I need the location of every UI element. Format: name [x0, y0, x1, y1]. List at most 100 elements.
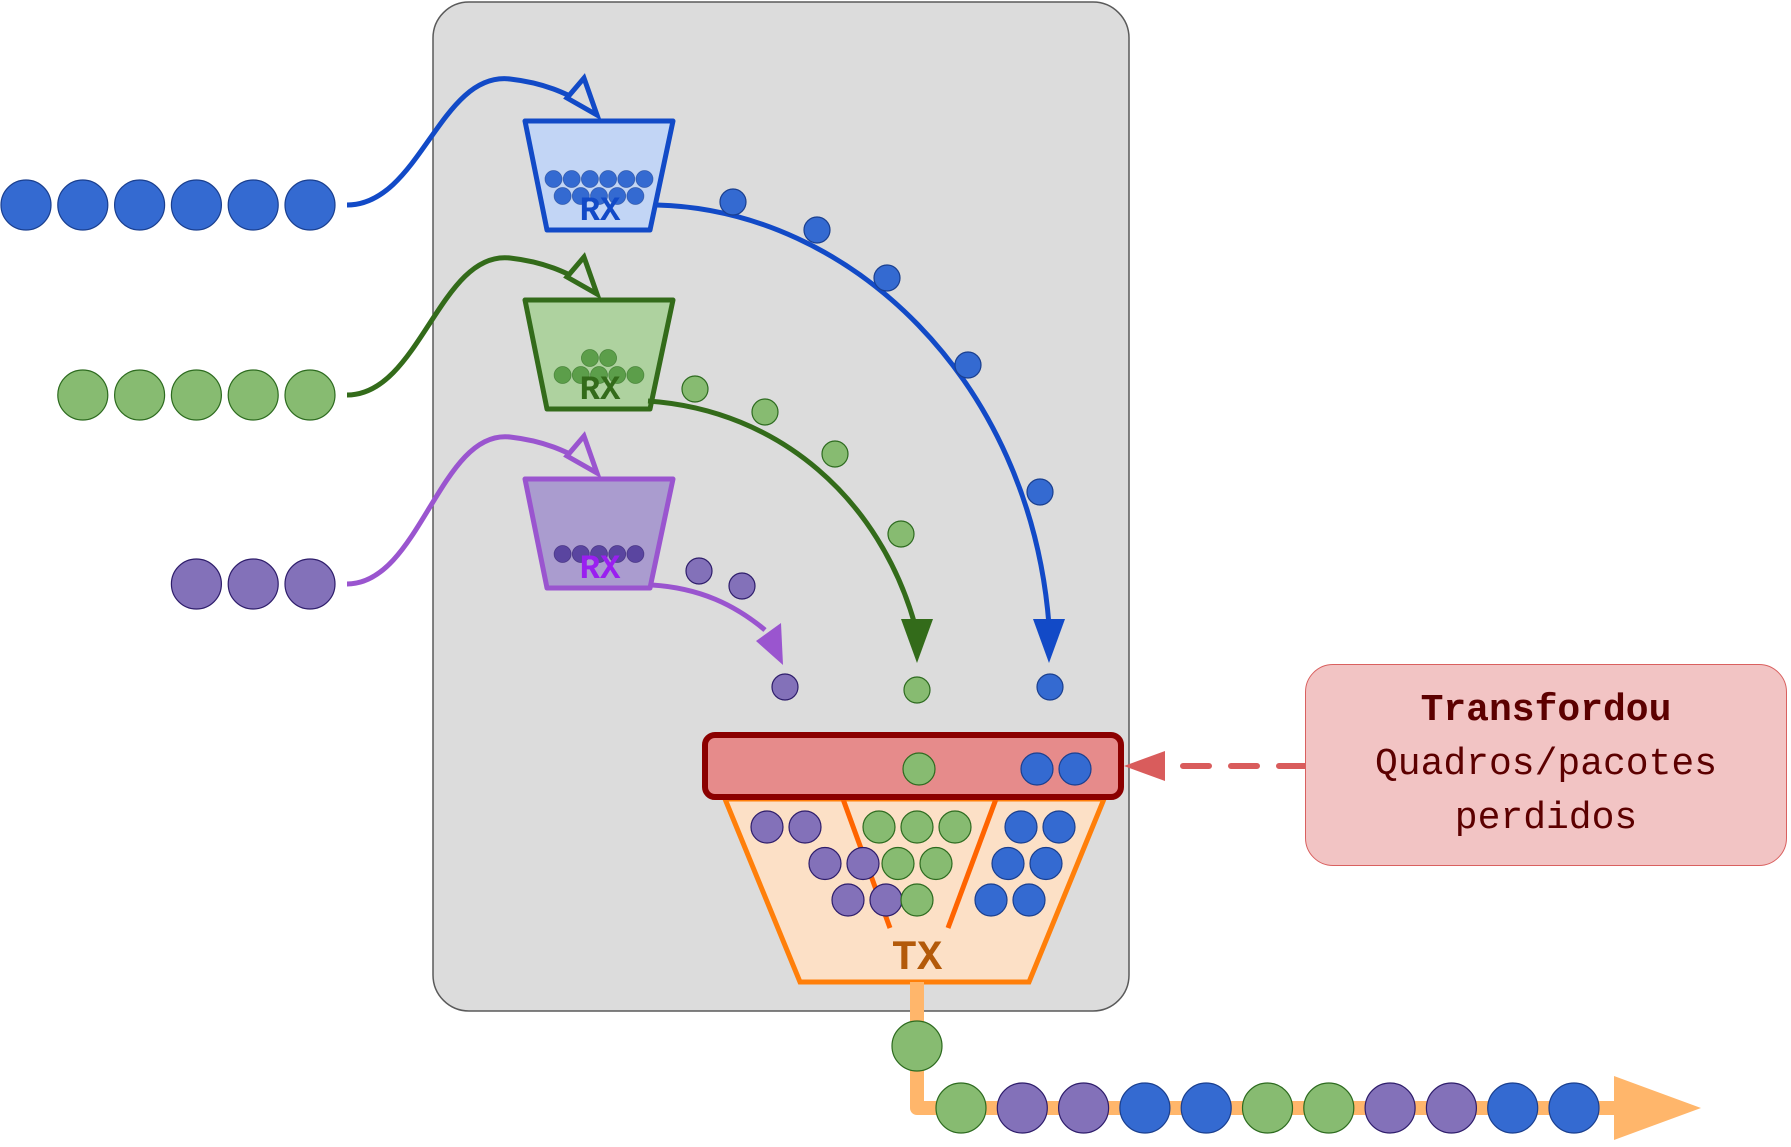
input-packet-blue	[227, 179, 279, 231]
output-packet-purple	[1057, 1082, 1110, 1134]
rx-buffered-packet	[571, 545, 590, 563]
arrowhead-open-green	[563, 252, 602, 300]
output-packet-blue	[1548, 1082, 1600, 1134]
tx-queued-packet-blue	[1042, 810, 1076, 844]
input-arrow-blue	[346, 76, 590, 208]
input-packet-green	[57, 369, 109, 421]
in-flight-packet-blue	[803, 216, 831, 244]
input-packet-blue	[170, 179, 222, 231]
rx-buffered-packet	[608, 187, 627, 205]
tx-queued-packet-blue	[991, 846, 1025, 881]
dropped-packet-blue	[1020, 752, 1054, 786]
rx-buffered-packet	[590, 187, 608, 205]
input-packet-green	[114, 369, 166, 421]
in-flight-packet-blue	[1026, 478, 1054, 506]
in-flight-packet-blue	[954, 351, 982, 379]
callout-arrowhead	[1124, 751, 1165, 781]
rx-buffered-packet	[562, 170, 581, 188]
drop-callout: Transfordou Quadros/pacotes perdidos	[1305, 664, 1787, 866]
rx-buffered-packet	[544, 170, 563, 188]
tx-queued-packet-green	[900, 810, 934, 844]
rx-buffered-packet	[571, 187, 590, 205]
rx-buffered-packet	[553, 187, 572, 205]
rx-buffered-packet	[581, 349, 599, 367]
input-packet-blue	[114, 179, 166, 231]
rx-label: RX	[580, 193, 621, 231]
output-packet-blue	[1180, 1082, 1232, 1134]
rx-buffered-packet	[599, 170, 617, 188]
tx-queued-packet-blue	[1004, 810, 1038, 844]
in-flight-packet-purple	[728, 572, 756, 600]
callout-title: Transfordou	[1420, 689, 1672, 732]
flow-arrow-purple	[651, 582, 767, 632]
rx-buffered-packet	[635, 170, 654, 188]
output-packet-blue	[1119, 1082, 1171, 1134]
tx-queued-packet-green	[900, 883, 934, 917]
in-flight-packet-purple	[685, 557, 713, 585]
input-packet-purple	[284, 558, 336, 610]
input-paths	[346, 73, 602, 587]
tx-queued-packet-blue	[1029, 846, 1063, 881]
drop-buffer	[702, 732, 1124, 800]
rx-buffered-packet	[617, 170, 636, 188]
rx-queue-blue: RX	[522, 118, 676, 233]
input-packet-green	[227, 369, 279, 421]
arrowhead-purple	[756, 623, 783, 665]
input-packet-green	[284, 369, 336, 421]
callout-line-2: perdidos	[1454, 797, 1638, 840]
input-packet-purple	[227, 558, 279, 610]
callout-arrow	[1124, 751, 1308, 781]
input-packet-blue	[0, 179, 52, 231]
tx-queued-packet-purple	[869, 883, 903, 917]
tx-queued-packet-purple	[846, 846, 880, 881]
tx-queued-packet-blue	[1012, 883, 1046, 917]
tx-queued-packet-purple	[750, 810, 784, 844]
tx-queued-packet-green	[881, 846, 915, 881]
rx-queue-green: RX	[522, 297, 676, 412]
output-packet-green	[1303, 1082, 1355, 1134]
tx-lane-divider	[945, 798, 999, 929]
output-arrowhead	[1614, 1076, 1701, 1140]
in-flight-packet-green	[821, 440, 849, 468]
rx-buffered-packet	[553, 545, 572, 563]
flow-arrow-green	[647, 398, 918, 626]
dropped-packet-blue	[1058, 752, 1092, 786]
in-flight-packet-blue	[873, 264, 901, 292]
arrowhead-open-blue	[563, 73, 602, 121]
rx-label: RX	[580, 372, 621, 410]
tx-queued-packet-green	[919, 846, 953, 881]
output-packet-purple	[1425, 1082, 1478, 1134]
arrowhead-green	[901, 619, 933, 663]
in-flight-packet-blue	[719, 188, 747, 216]
output-packet-purple	[1364, 1082, 1416, 1134]
rx-label: RX	[580, 551, 621, 589]
input-packet-blue	[57, 179, 109, 231]
rx-buffered-packet	[599, 349, 617, 367]
rx-queue-purple: RX	[522, 476, 676, 591]
callout-line-1: Quadros/pacotes	[1374, 743, 1718, 786]
tx-queued-packet-green	[862, 810, 896, 844]
in-flight-packet-green	[887, 520, 915, 548]
arrowhead-blue	[1033, 619, 1065, 663]
arriving-packet-purple	[771, 673, 799, 701]
arriving-packet-green	[903, 676, 931, 704]
rx-buffered-packet	[590, 545, 608, 563]
flow-paths	[647, 188, 1065, 704]
in-flight-packet-green	[751, 398, 779, 426]
input-arrow-purple	[346, 434, 590, 587]
rx-buffered-packet	[626, 366, 645, 384]
rx-buffered-packet	[590, 366, 608, 384]
rx-buffered-packet	[608, 545, 627, 563]
tx-label: TX	[892, 934, 943, 982]
rx-buffered-packet	[553, 366, 572, 384]
input-arrow-green	[346, 255, 590, 398]
flow-arrow-blue	[656, 202, 1052, 626]
tx-queued-packet-purple	[788, 810, 822, 844]
output-packet-green	[891, 1020, 943, 1072]
rx-buffered-packet	[626, 545, 645, 563]
output-packet-green	[935, 1082, 987, 1134]
input-packet-green	[170, 369, 222, 421]
arrowhead-open-purple	[563, 431, 602, 479]
input-packet-purple	[170, 558, 222, 610]
